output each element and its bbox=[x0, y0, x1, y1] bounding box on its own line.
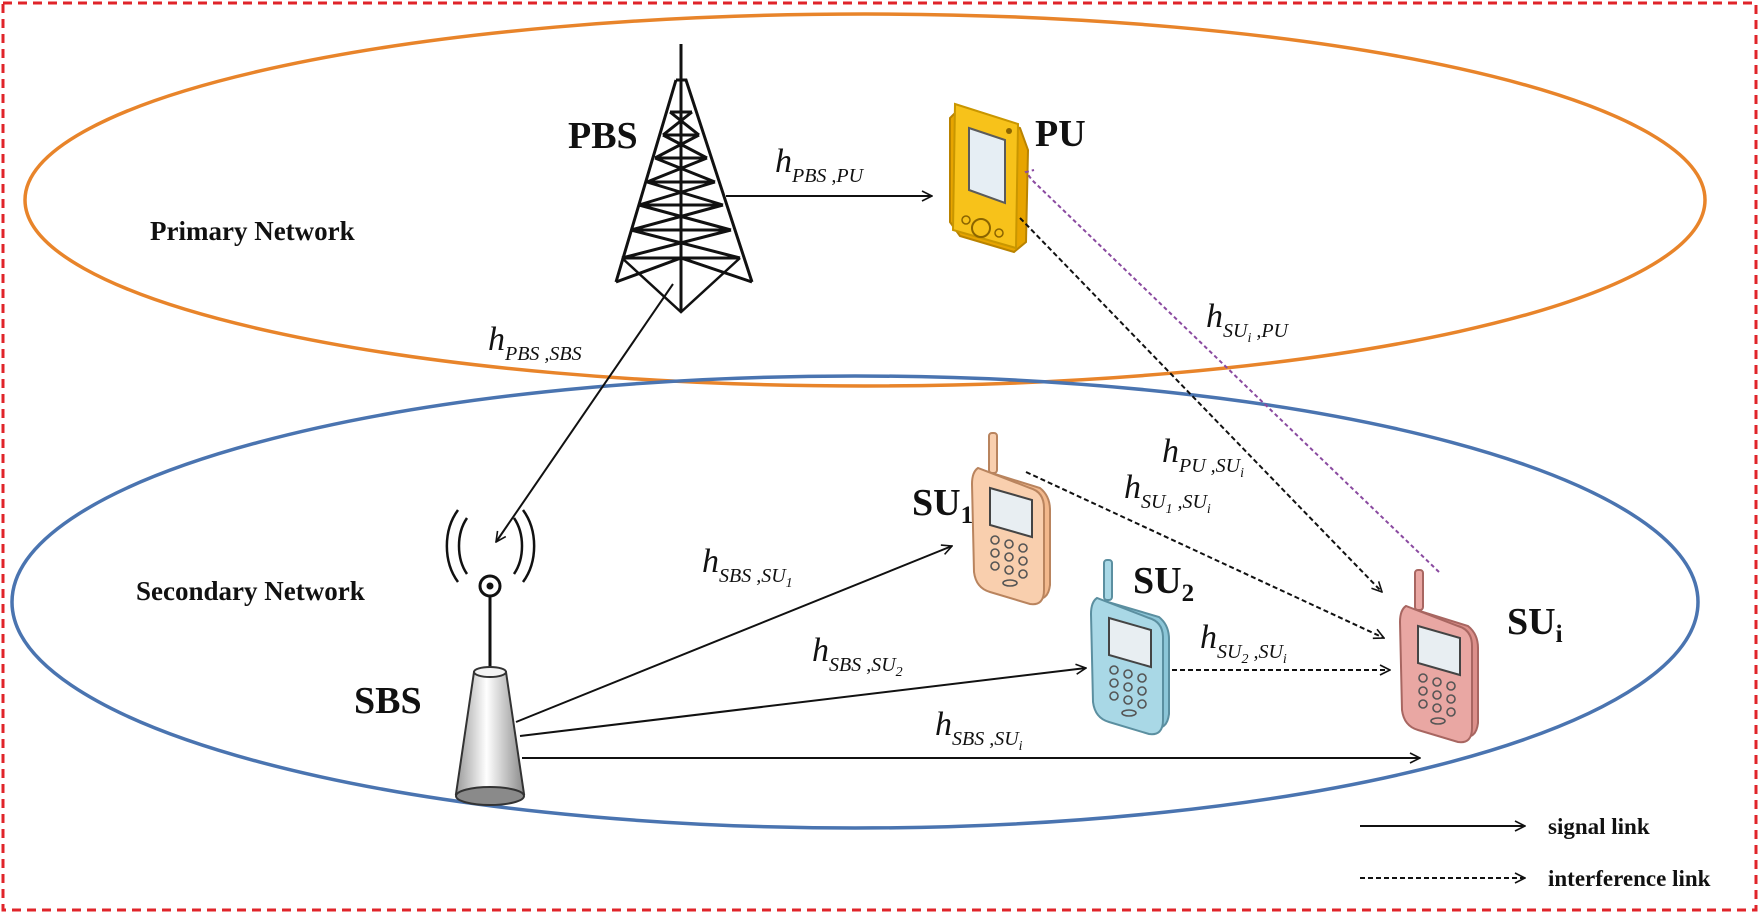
link-su1-sui bbox=[1025, 471, 1384, 638]
label-h-pbs-pu: hPBS ,PU bbox=[775, 143, 865, 187]
su2-label: SU2 bbox=[1133, 560, 1194, 607]
link-pu-sui bbox=[1019, 217, 1382, 592]
legend-interference-label: interference link bbox=[1548, 866, 1711, 891]
secondary-network-label: Secondary Network bbox=[136, 576, 365, 606]
legend: signal link interference link bbox=[1360, 814, 1711, 891]
pu-label: PU bbox=[1035, 113, 1086, 155]
label-h-sui-pu: hSUi ,PU bbox=[1206, 298, 1290, 346]
label-h-pbs-sbs: hPBS ,SBS bbox=[488, 321, 582, 365]
label-h-pu-sui: hPU ,SUi bbox=[1162, 433, 1244, 481]
link-pbs-sbs bbox=[496, 283, 674, 542]
primary-network-label: Primary Network bbox=[150, 216, 355, 246]
pda-icon bbox=[949, 102, 1030, 254]
label-h-sbs-su2: hSBS ,SU2 bbox=[812, 632, 903, 680]
phone-icon bbox=[1089, 559, 1170, 736]
tower-icon bbox=[614, 44, 754, 314]
label-h-su2-sui: hSU2 ,SUi bbox=[1200, 619, 1287, 667]
su1-label: SU1 bbox=[912, 482, 973, 529]
link-sbs-su2 bbox=[519, 668, 1086, 737]
sbs-label: SBS bbox=[354, 680, 422, 722]
sui-label: SUi bbox=[1507, 601, 1563, 648]
link-sbs-su1 bbox=[515, 546, 952, 723]
pbs-label: PBS bbox=[568, 115, 638, 157]
label-h-sbs-su1: hSBS ,SU1 bbox=[702, 543, 793, 591]
secondary-network-ellipse bbox=[10, 374, 1700, 830]
phone-icon bbox=[970, 432, 1051, 606]
base-station-icon bbox=[445, 509, 536, 806]
legend-signal-label: signal link bbox=[1548, 814, 1650, 839]
link-sui-pu bbox=[1024, 169, 1440, 573]
label-h-sbs-sui: hSBS ,SUi bbox=[935, 706, 1023, 754]
phone-icon bbox=[1398, 569, 1479, 744]
label-h-su1-sui: hSU1 ,SUi bbox=[1124, 469, 1211, 517]
primary-network-ellipse bbox=[23, 12, 1707, 388]
